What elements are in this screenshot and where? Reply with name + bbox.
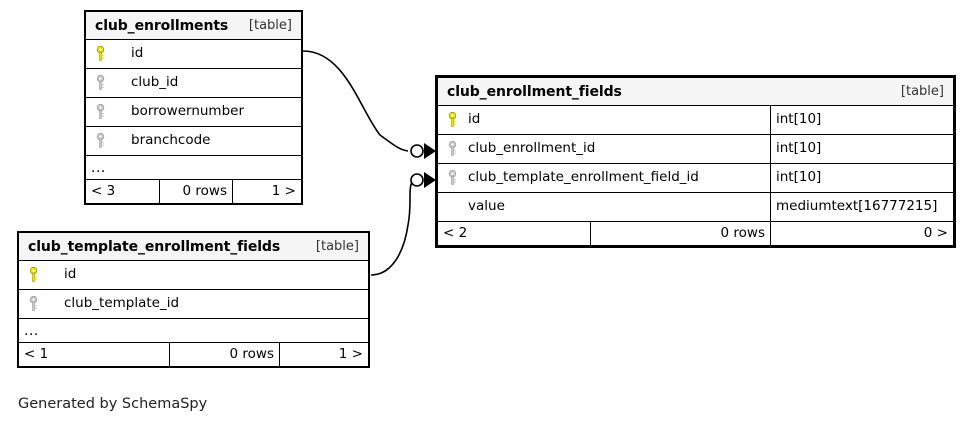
table-club-template-enrollment-fields[interactable]: club_template_enrollment_fields [table] … [17, 231, 370, 368]
column-name: borrowernumber [131, 103, 245, 120]
row-count: 0 rows [169, 343, 279, 366]
column-name: club_template_id [64, 295, 180, 312]
next-relations-count[interactable]: 0 > [770, 222, 953, 245]
table-row[interactable]: id int[10] [438, 106, 953, 135]
table-header: club_enrollments [table] [86, 12, 301, 40]
table-footer: < 3 0 rows 1 > [86, 180, 301, 203]
table-title: club_enrollment_fields [447, 83, 622, 100]
table-footer: < 1 0 rows 1 > [19, 343, 368, 366]
foreign-key-icon [444, 170, 461, 186]
crowsfoot-circle [410, 144, 424, 158]
crowsfoot-circle [410, 173, 424, 187]
column-name: id [131, 45, 144, 62]
table-kind-label: [table] [248, 18, 292, 33]
next-relations-count[interactable]: 1 > [232, 180, 301, 203]
row-count: 0 rows [590, 222, 770, 245]
table-row[interactable]: borrowernumber [86, 98, 301, 127]
column-name: id [64, 266, 77, 283]
table-row[interactable]: id [19, 261, 368, 290]
primary-key-icon [25, 267, 42, 283]
prev-relations-count[interactable]: < 2 [443, 224, 468, 241]
table-row[interactable]: value mediumtext[16777215] [438, 193, 953, 222]
column-type: mediumtext[16777215] [770, 193, 953, 221]
column-name: branchcode [131, 132, 211, 149]
column-type: int[10] [770, 106, 953, 134]
table-footer: < 2 0 rows 0 > [438, 222, 953, 245]
table-title: club_template_enrollment_fields [28, 238, 281, 255]
generated-by-caption: Generated by SchemaSpy [18, 396, 208, 412]
foreign-key-icon [444, 141, 461, 157]
table-row[interactable]: club_id [86, 69, 301, 98]
table-club-enrollment-fields[interactable]: club_enrollment_fields [table] id int[10… [435, 75, 956, 248]
table-row[interactable]: id [86, 40, 301, 69]
table-row[interactable]: club_template_enrollment_field_id int[10… [438, 164, 953, 193]
more-columns-indicator: ... [19, 319, 368, 343]
more-columns-indicator: ... [86, 156, 301, 180]
table-header: club_enrollment_fields [table] [438, 78, 953, 106]
column-type: int[10] [770, 135, 953, 163]
row-count: 0 rows [159, 180, 232, 203]
foreign-key-icon [92, 133, 109, 149]
prev-relations-count[interactable]: < 1 [24, 345, 49, 362]
column-type: int[10] [770, 164, 953, 192]
prev-relations-count[interactable]: < 3 [91, 182, 116, 199]
foreign-key-icon [92, 104, 109, 120]
table-row[interactable]: branchcode [86, 127, 301, 156]
table-row[interactable]: club_enrollment_id int[10] [438, 135, 953, 164]
column-name: id [468, 111, 481, 128]
relationship-club-template-enrollment-fields-to-club-enrollment-fields [370, 172, 436, 276]
next-relations-count[interactable]: 1 > [279, 343, 368, 366]
table-title: club_enrollments [95, 17, 229, 34]
primary-key-icon [444, 112, 461, 128]
column-name: club_template_enrollment_field_id [468, 169, 699, 186]
table-header: club_template_enrollment_fields [table] [19, 233, 368, 261]
table-row[interactable]: club_template_id [19, 290, 368, 319]
column-name: club_enrollment_id [468, 140, 596, 157]
table-kind-label: [table] [900, 84, 944, 99]
column-name: club_id [131, 74, 179, 91]
table-club-enrollments[interactable]: club_enrollments [table] id club_id [84, 10, 303, 205]
foreign-key-icon [25, 296, 42, 312]
table-kind-label: [table] [315, 239, 359, 254]
primary-key-icon [92, 46, 109, 62]
column-name: value [468, 198, 505, 215]
foreign-key-icon [92, 75, 109, 91]
relationship-club-enrollments-to-club-enrollment-fields [302, 50, 436, 159]
